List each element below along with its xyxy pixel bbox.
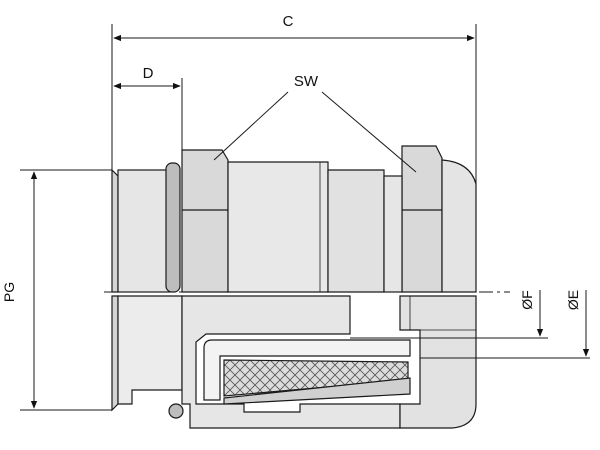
gland-section-view (111, 295, 477, 429)
o-ring-section (168, 403, 184, 419)
label-c: C (283, 13, 294, 30)
sw-leader-left (213, 91, 289, 161)
body-section (181, 295, 401, 429)
body-taper (327, 169, 385, 293)
dimensions (20, 24, 590, 411)
upper-hex-nut (401, 145, 443, 293)
dome-cap (441, 159, 477, 293)
dome-nut-section (399, 295, 477, 429)
entry-wall-section (111, 295, 119, 412)
o-ring-seal (165, 162, 181, 293)
gland-body (227, 161, 329, 293)
clamping-insert (203, 339, 411, 401)
lower-hex-nut (181, 149, 229, 293)
entry-body (117, 169, 171, 293)
label-sw: SW (294, 73, 319, 90)
gland-exterior-view (111, 145, 477, 293)
label-pg: PG (1, 282, 17, 302)
sw-leader-right (321, 91, 417, 173)
wedge-seal (223, 377, 411, 405)
entry-thread (111, 168, 119, 293)
label-f: ØF (519, 290, 535, 309)
label-d: D (143, 65, 154, 82)
label-e: ØE (565, 290, 581, 310)
